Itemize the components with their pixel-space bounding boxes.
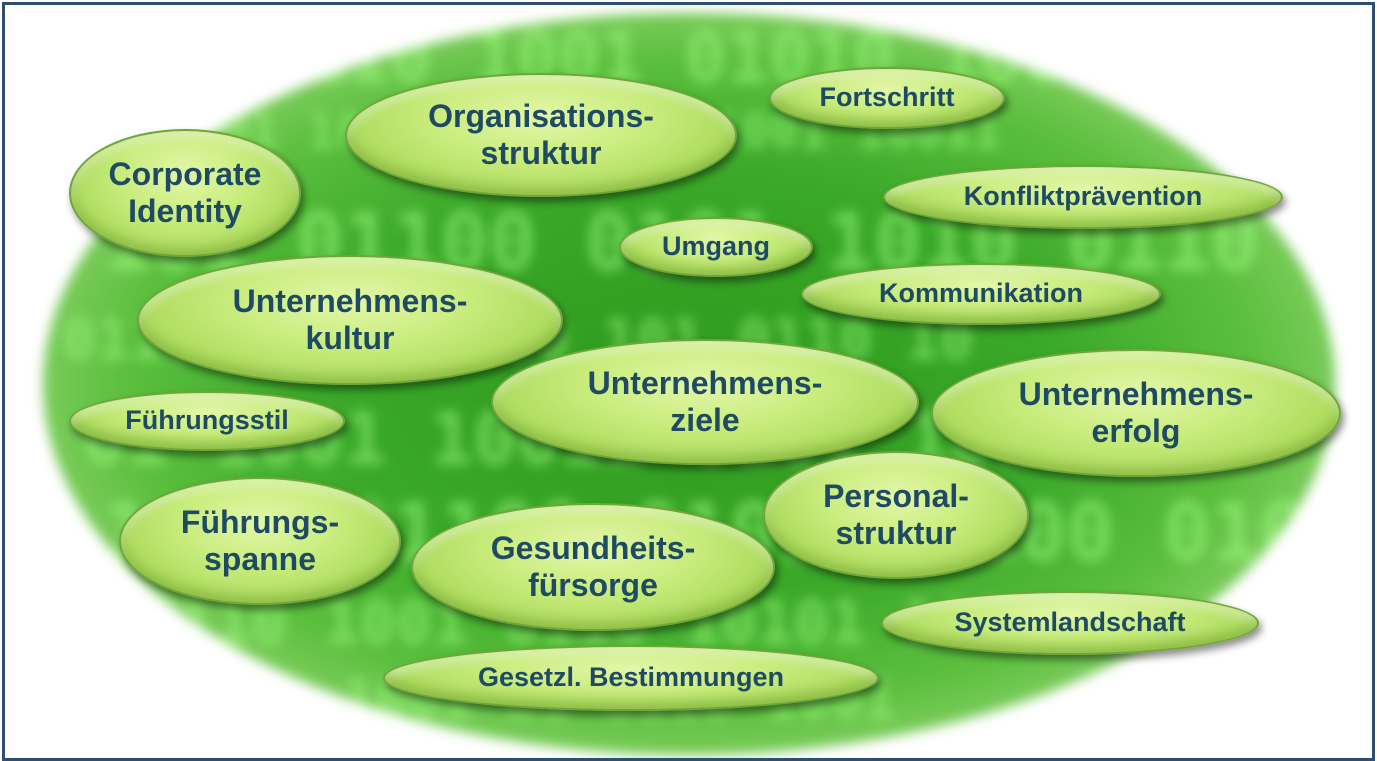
- bubble-konfliktpraevention: Konfliktprävention: [883, 165, 1283, 229]
- bubble-systemlandschaft: Systemlandschaft: [881, 591, 1259, 655]
- bubble-personalstruktur: Personal- struktur: [763, 451, 1029, 579]
- bubble-label: Führungs- spanne: [180, 504, 340, 577]
- bubble-unternehmensziele: Unternehmens- ziele: [491, 339, 919, 465]
- bubble-label: Unternehmens- ziele: [587, 365, 823, 438]
- bubble-label: Kommunikation: [878, 278, 1083, 309]
- bubble-label: Gesundheits- fürsorge: [490, 530, 696, 603]
- bubble-label: Personal- struktur: [823, 478, 969, 551]
- bubble-label: Fortschritt: [819, 82, 955, 113]
- bubble-label: Systemlandschaft: [954, 607, 1186, 638]
- bubble-label: Umgang: [662, 231, 770, 262]
- bubble-umgang: Umgang: [619, 217, 813, 277]
- bubble-gesetzl-bestimmungen: Gesetzl. Bestimmungen: [383, 645, 879, 711]
- bubble-fortschritt: Fortschritt: [769, 67, 1005, 129]
- bubble-label: Führungsstil: [125, 405, 289, 436]
- bubble-unternehmenskultur: Unternehmens- kultur: [137, 255, 563, 385]
- bubble-fuehrungsstil: Führungsstil: [69, 391, 345, 451]
- bubble-corporate-identity: Corporate Identity: [69, 129, 301, 257]
- bubble-label: Corporate Identity: [108, 156, 262, 229]
- bubble-label: Konfliktprävention: [963, 181, 1203, 212]
- bubble-label: Gesetzl. Bestimmungen: [477, 662, 785, 693]
- bubble-unternehmenserfolg: Unternehmens- erfolg: [931, 349, 1341, 477]
- bubble-organisationsstruktur: Organisations- struktur: [345, 73, 737, 197]
- bubble-label: Organisations- struktur: [428, 98, 654, 171]
- bubble-label: Unternehmens- kultur: [232, 283, 468, 356]
- bubble-gesundheitsfuersorge: Gesundheits- fürsorge: [411, 503, 775, 631]
- bubble-fuehrungsspanne: Führungs- spanne: [119, 477, 401, 605]
- bubble-kommunikation: Kommunikation: [801, 263, 1161, 325]
- bubble-label: Unternehmens- erfolg: [1018, 376, 1254, 449]
